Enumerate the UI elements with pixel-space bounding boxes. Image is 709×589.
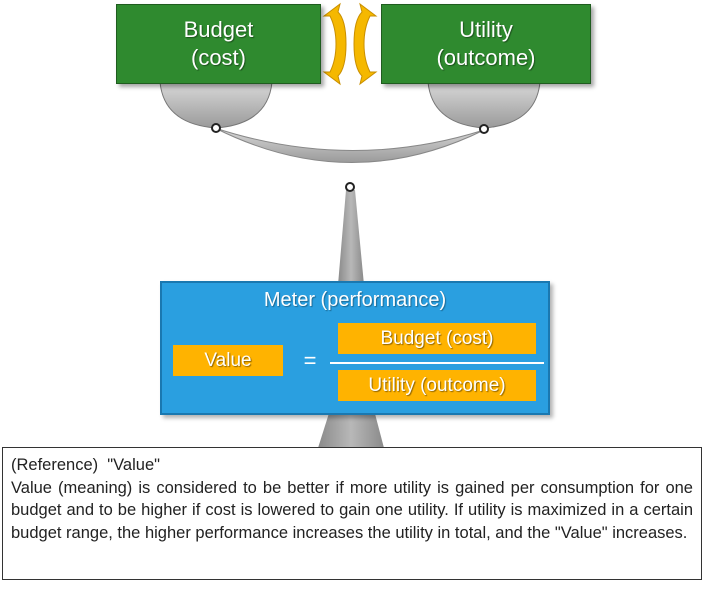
scale-pole — [338, 190, 364, 285]
value-box: Value — [173, 345, 283, 376]
double-arrow-icon — [322, 2, 378, 86]
scale-beam — [214, 127, 485, 163]
budget-box: Budget (cost) — [116, 4, 321, 84]
reference-note: (Reference) "Value" Value (meaning) is c… — [2, 447, 702, 580]
fraction-line — [330, 362, 544, 364]
utility-box: Utility (outcome) — [381, 4, 591, 84]
utility-sublabel: (outcome) — [436, 45, 536, 70]
right-scale-pan — [427, 81, 541, 129]
budget-label: Budget — [183, 17, 254, 42]
left-pivot-icon — [211, 123, 221, 133]
meter-box: Meter (performance) Value = Budget (cost… — [160, 281, 550, 415]
numerator-box: Budget (cost) — [338, 323, 536, 354]
reference-body: Value (meaning) is considered to be bett… — [11, 478, 693, 542]
right-pivot-icon — [479, 124, 489, 134]
budget-sublabel: (cost) — [191, 45, 246, 70]
denominator-box: Utility (outcome) — [338, 370, 536, 401]
utility-label: Utility — [459, 17, 513, 42]
reference-heading: (Reference) "Value" — [11, 456, 160, 474]
scale-base — [318, 410, 384, 448]
meter-title: Meter (performance) — [263, 289, 447, 311]
center-pivot-icon — [345, 182, 355, 192]
left-scale-pan — [159, 81, 273, 129]
equals-sign: = — [303, 348, 317, 373]
